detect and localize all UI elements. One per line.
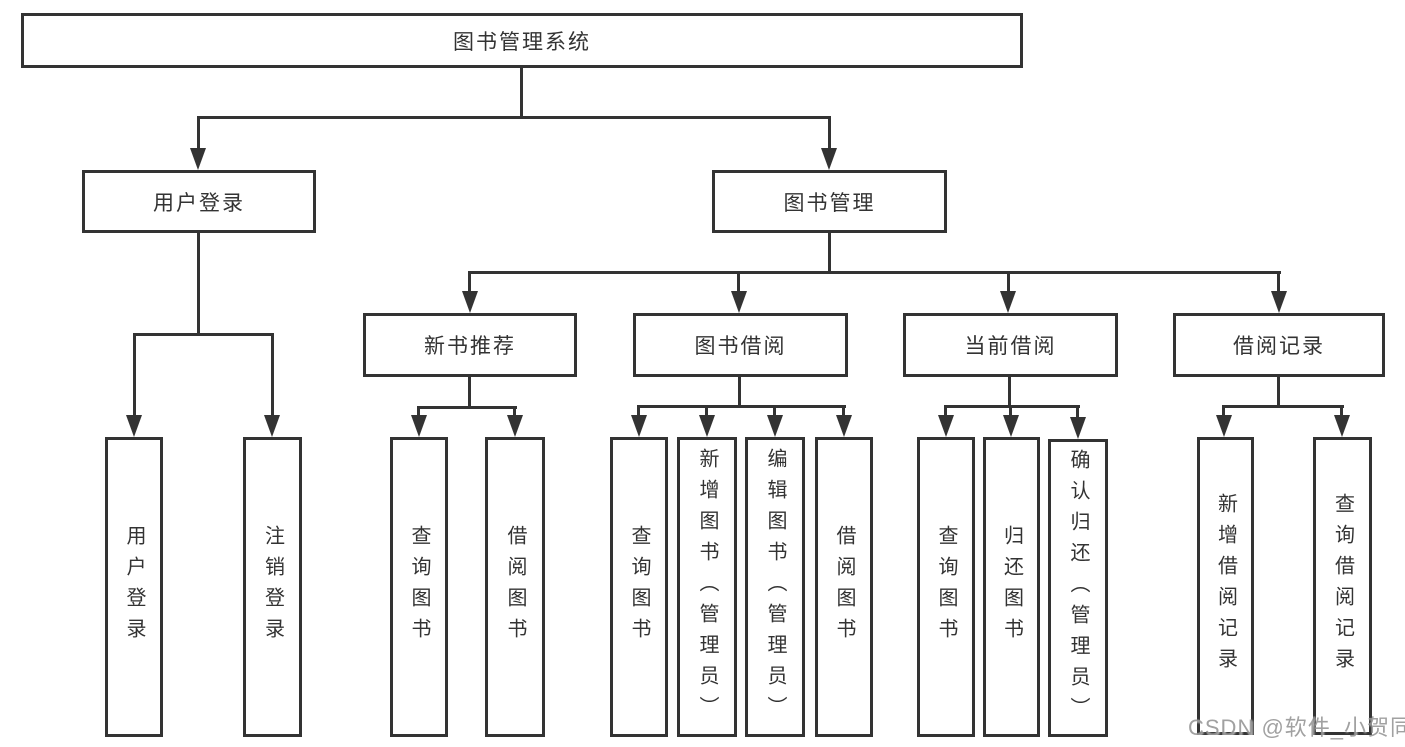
- connector-line: [773, 405, 776, 418]
- arrowhead: [699, 415, 715, 437]
- arrowhead: [507, 415, 523, 437]
- connector-line: [1009, 405, 1012, 418]
- connector-line: [705, 405, 708, 418]
- connector-line: [944, 405, 1080, 408]
- connector-line: [1222, 405, 1344, 408]
- connector-line: [1222, 405, 1225, 418]
- arrowhead: [731, 291, 747, 313]
- connector-line: [271, 333, 274, 419]
- connector-line: [738, 377, 741, 408]
- watermark: CSDN @软件_小贺同学: [1188, 715, 1405, 740]
- leaf-user-login: 用户登录: [105, 437, 163, 737]
- connector-line: [1076, 405, 1079, 418]
- connector-line: [737, 271, 740, 295]
- connector-line: [1277, 271, 1280, 295]
- arrowhead: [1271, 291, 1287, 313]
- node-current-borrowing: 当前借阅: [903, 313, 1118, 377]
- arrowhead: [1003, 415, 1019, 437]
- leaf-query-book-2: 查询图书: [610, 437, 668, 737]
- connector-line: [468, 377, 471, 408]
- arrowhead: [190, 148, 206, 170]
- leaf-edit-book-admin: 编辑图书（管理员）: [745, 437, 805, 737]
- connector-line: [417, 406, 420, 418]
- leaf-query-book-1: 查询图书: [390, 437, 448, 737]
- connector-line: [468, 271, 1281, 274]
- leaf-borrow-book-1: 借阅图书: [485, 437, 545, 737]
- leaf-logout: 注销登录: [243, 437, 302, 737]
- leaf-confirm-return-admin: 确认归还（管理员）: [1048, 439, 1108, 737]
- connector-line: [1008, 377, 1011, 408]
- connector-line: [637, 405, 640, 418]
- connector-line: [520, 68, 523, 118]
- node-new-book-recommend: 新书推荐: [363, 313, 577, 377]
- connector-line: [133, 333, 136, 419]
- connector-line: [1277, 377, 1280, 408]
- connector-line: [468, 271, 471, 295]
- arrowhead: [1000, 291, 1016, 313]
- leaf-borrow-book-2: 借阅图书: [815, 437, 873, 737]
- node-user-login-branch: 用户登录: [82, 170, 316, 233]
- leaf-add-book-admin: 新增图书（管理员）: [677, 437, 737, 737]
- connector-line: [197, 116, 200, 152]
- node-borrow-records: 借阅记录: [1173, 313, 1385, 377]
- arrowhead: [126, 415, 142, 437]
- connector-line: [637, 405, 846, 408]
- arrowhead: [821, 148, 837, 170]
- leaf-return-book: 归还图书: [983, 437, 1040, 737]
- connector-line: [133, 333, 274, 336]
- arrowhead: [1334, 415, 1350, 437]
- arrowhead: [462, 291, 478, 313]
- connector-line: [828, 116, 831, 152]
- connector-line: [417, 406, 517, 409]
- connector-line: [1007, 271, 1010, 295]
- leaf-add-borrow-record: 新增借阅记录: [1197, 437, 1254, 735]
- leaf-query-book-3: 查询图书: [917, 437, 975, 737]
- arrowhead: [767, 415, 783, 437]
- connector-line: [513, 406, 516, 418]
- arrowhead: [1216, 415, 1232, 437]
- arrowhead: [264, 415, 280, 437]
- arrowhead: [836, 415, 852, 437]
- arrowhead: [411, 415, 427, 437]
- connector-line: [197, 233, 200, 335]
- leaf-query-borrow-record: 查询借阅记录: [1313, 437, 1372, 735]
- node-book-borrowing: 图书借阅: [633, 313, 848, 377]
- arrowhead: [631, 415, 647, 437]
- node-root: 图书管理系统: [21, 13, 1023, 68]
- arrowhead: [938, 415, 954, 437]
- node-book-management: 图书管理: [712, 170, 947, 233]
- connector-line: [197, 116, 831, 119]
- connector-line: [944, 405, 947, 418]
- connector-line: [1340, 405, 1343, 418]
- connector-line: [842, 405, 845, 418]
- connector-line: [828, 233, 831, 273]
- arrowhead: [1070, 417, 1086, 439]
